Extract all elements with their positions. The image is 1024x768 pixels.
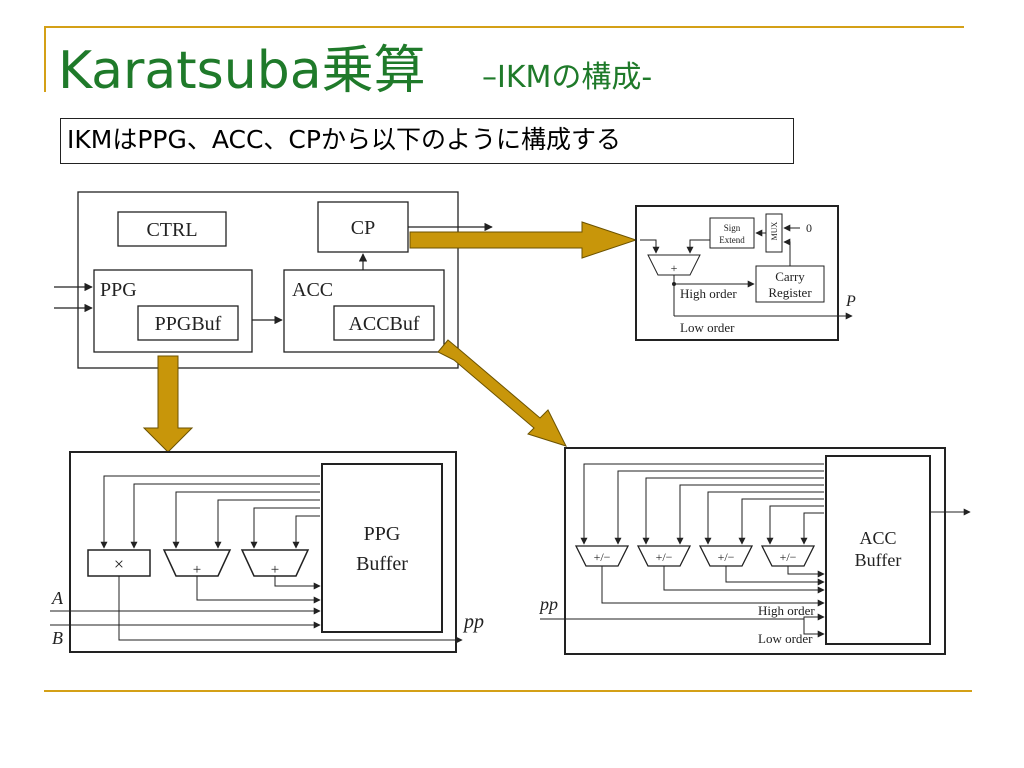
- sign-extend-label-2: Extend: [719, 235, 745, 245]
- input-b-label: B: [52, 628, 63, 648]
- arrow-to-cp-detail: [409, 221, 638, 259]
- acc-high-order-wire: [803, 613, 825, 621]
- acc-fb-wire-1: [580, 463, 824, 545]
- title-left-rule: [44, 28, 46, 92]
- ctrl-label: CTRL: [146, 219, 197, 241]
- cp-label: CP: [351, 217, 375, 239]
- arrow-to-acc-detail: [437, 339, 567, 447]
- mult-out-wire: [118, 576, 463, 644]
- acc-fb-wire-7: [766, 505, 824, 545]
- arrow-to-ppg-detail: [142, 355, 194, 453]
- acc-buffer-label-2: Buffer: [855, 550, 902, 570]
- cp-adder-plus: +: [671, 261, 678, 275]
- adder-1-out-wire: [196, 576, 321, 604]
- acc-out-wire-2: [663, 566, 825, 594]
- ppg-fb-wire-4: [214, 499, 320, 549]
- acc-pp-label: pp: [538, 594, 558, 614]
- acc-addsub-4: [760, 545, 816, 567]
- acc-addsub-3-label: +/−: [718, 550, 735, 564]
- ppg-label: PPG: [100, 279, 137, 301]
- accbuf-box: [333, 305, 435, 341]
- ppg-buffer-box: [321, 463, 443, 633]
- ctrl-box: [117, 211, 227, 247]
- carry-to-mux-wire: [783, 238, 791, 266]
- acc-addsub-2: [636, 545, 692, 567]
- ppg-adder-1: [162, 549, 232, 577]
- acc-out-wire-3: [725, 566, 825, 586]
- acc-out-wire-1: [601, 566, 825, 607]
- input-a-label: A: [51, 588, 64, 608]
- bottom-rule: [44, 690, 972, 692]
- acc-label: ACC: [292, 279, 333, 301]
- multiplier-symbol: ×: [114, 554, 124, 574]
- accbuf-label: ACCBuf: [348, 313, 419, 335]
- acc-feedback-wires: [540, 463, 825, 638]
- acc-fb-wire-5: [704, 491, 824, 545]
- carry-label-2: Register: [768, 285, 812, 300]
- ppg-adder-2: [240, 549, 310, 577]
- ppg-fb-wire-3: [172, 491, 320, 549]
- sign-to-adder-wire: [686, 239, 710, 254]
- ppg-fb-wire-2: [130, 483, 320, 549]
- acc-fb-wire-4: [676, 484, 824, 545]
- carry-register-box: [755, 265, 825, 303]
- acc-addsub-1-label: +/−: [594, 550, 611, 564]
- slide-title: Karatsuba乗算: [58, 41, 426, 101]
- cp-detail: + Sign Extend MUX 0 Carry Register High …: [635, 205, 856, 341]
- cp-in-to-adder-wire: [640, 239, 660, 254]
- acc-addsub-2-label: +/−: [656, 550, 673, 564]
- cp-output-label: P: [845, 293, 856, 310]
- cp-adder: [647, 254, 701, 276]
- zoom-arrows: [142, 221, 638, 453]
- ppg-buffer-label-2: Buffer: [356, 553, 408, 575]
- acc-addsub-1: [574, 545, 630, 567]
- acc-addsub-4-label: +/−: [780, 550, 797, 564]
- ppg-detail: PPG Buffer × + + A B: [50, 451, 484, 653]
- mux-label: MUX: [770, 221, 779, 240]
- callout-box: IKMはPPG、ACC、CPから以下のように構成する: [60, 118, 794, 164]
- ppg-fb-wire-6: [292, 515, 320, 549]
- ppgbuf-label: PPGBuf: [155, 313, 222, 335]
- title-top-rule: [44, 26, 964, 28]
- multiplier-box: [87, 549, 151, 577]
- ppg-fb-wire-5: [250, 507, 320, 549]
- acc-out-wire-4: [787, 566, 825, 578]
- ppg-buffer-label-1: PPG: [364, 523, 401, 545]
- acc-fb-wire-3: [642, 477, 824, 545]
- ppg-adder-2-plus: +: [271, 562, 279, 578]
- cp-low-order-label: Low order: [680, 320, 735, 335]
- acc-low-order-label: Low order: [758, 631, 813, 646]
- ppg-output-label: pp: [462, 611, 484, 633]
- acc-fb-wire-2: [614, 470, 824, 545]
- high-order-junction: [672, 282, 676, 286]
- acc-buffer-label-1: ACC: [859, 528, 896, 548]
- acc-high-order-label: High order: [758, 603, 815, 618]
- ppg-adder-1-plus: +: [193, 562, 201, 578]
- acc-buffer-box: [825, 455, 931, 645]
- cp-high-order-label: High order: [680, 286, 737, 301]
- acc-fb-wire-6: [738, 498, 824, 545]
- top-block: CTRL CP PPG PPGBuf ACC ACCBuf: [54, 191, 493, 369]
- acc-low-order-wire: [803, 619, 825, 638]
- ppg-feedback-wires: [50, 475, 463, 644]
- slide-subtitle: –IKMの構成-: [482, 60, 653, 95]
- sign-extend-label-1: Sign: [724, 223, 741, 233]
- carry-label-1: Carry: [775, 269, 805, 284]
- ppgbuf-box: [137, 305, 239, 341]
- sign-extend-box: [709, 217, 755, 249]
- acc-addsub-3: [698, 545, 754, 567]
- ppg-fb-wire-1: [100, 475, 320, 549]
- acc-detail: ACC Buffer +/− +/− +/− +/−: [538, 447, 971, 655]
- acc-fb-wire-8: [800, 512, 824, 545]
- adder-2-out-wire: [274, 576, 321, 590]
- mux-zero-label: 0: [806, 221, 812, 235]
